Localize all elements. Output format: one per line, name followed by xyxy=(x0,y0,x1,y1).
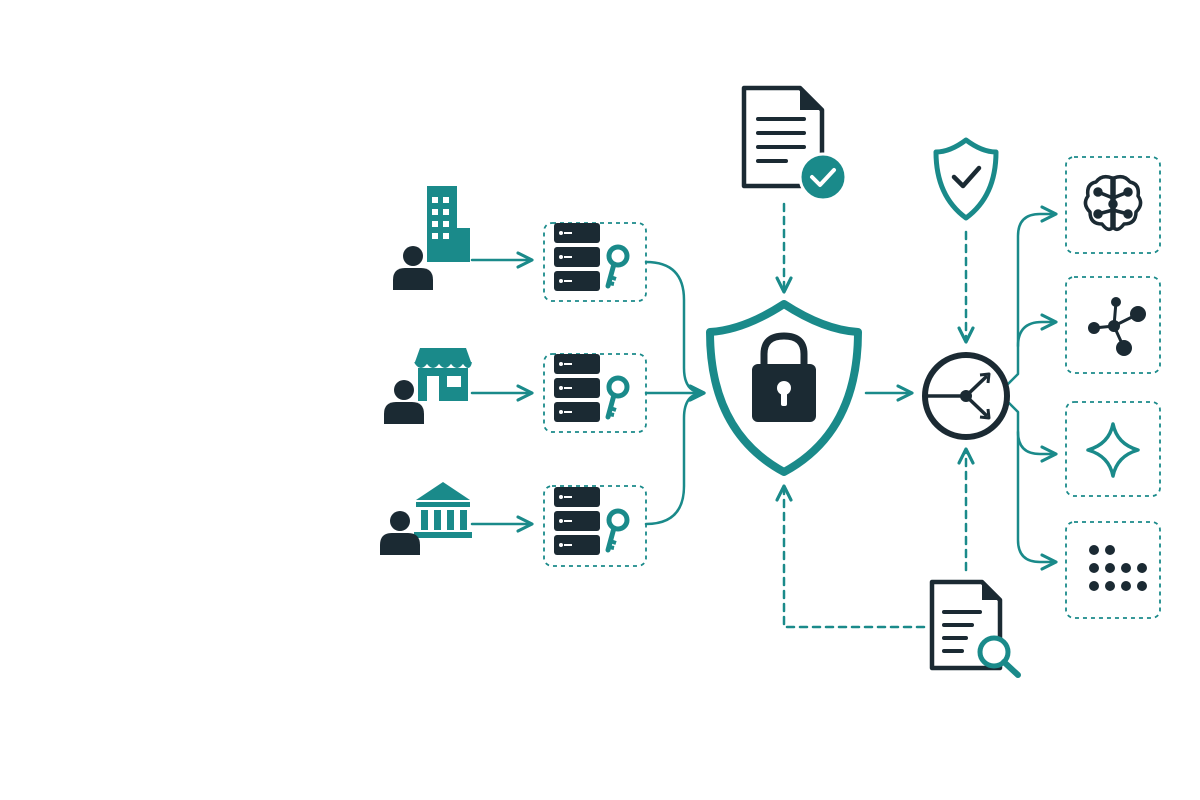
line-router-dest4 xyxy=(1016,430,1058,571)
shield-check-icon xyxy=(933,137,999,221)
vault-2 xyxy=(543,354,647,433)
line-router-dest1 xyxy=(1006,205,1058,386)
bank-icon xyxy=(414,482,472,538)
connectors xyxy=(470,202,1058,629)
server-key-icon xyxy=(554,223,627,291)
line-router-dest2 xyxy=(1016,313,1058,348)
destination-frame xyxy=(1065,521,1161,619)
document-check-icon xyxy=(741,85,848,202)
destination-insights xyxy=(1065,401,1161,497)
document-search-icon xyxy=(929,579,1021,678)
line-vault3-gateway xyxy=(644,384,706,526)
source-retail xyxy=(384,348,472,424)
destination-graph xyxy=(1065,276,1161,374)
source-enterprise xyxy=(393,186,470,290)
shield-lock-icon xyxy=(706,300,862,476)
server-key-icon xyxy=(554,487,627,555)
destination-ai-model xyxy=(1065,156,1161,254)
brain-network-icon xyxy=(1083,174,1143,232)
line-vault1-gateway xyxy=(644,260,706,402)
server-key-icon xyxy=(554,354,627,422)
vault-3 xyxy=(543,485,647,567)
destination-frame xyxy=(1065,401,1161,497)
office-building-icon xyxy=(427,186,470,262)
destination-frame xyxy=(1065,156,1161,254)
line-router-dest3 xyxy=(1006,400,1058,463)
source-bank xyxy=(380,482,472,555)
storefront-icon xyxy=(414,348,472,401)
destination-dataset xyxy=(1065,521,1161,619)
dashed-audit-to-gateway xyxy=(775,484,926,629)
node-graph-icon xyxy=(1088,297,1146,356)
destination-frame xyxy=(1065,276,1161,374)
vault-1 xyxy=(543,223,647,302)
sparkle-icon xyxy=(1086,422,1140,478)
distribution-hub-icon xyxy=(922,352,1010,440)
vault-frame xyxy=(543,485,647,567)
dot-grid-icon xyxy=(1089,545,1147,591)
